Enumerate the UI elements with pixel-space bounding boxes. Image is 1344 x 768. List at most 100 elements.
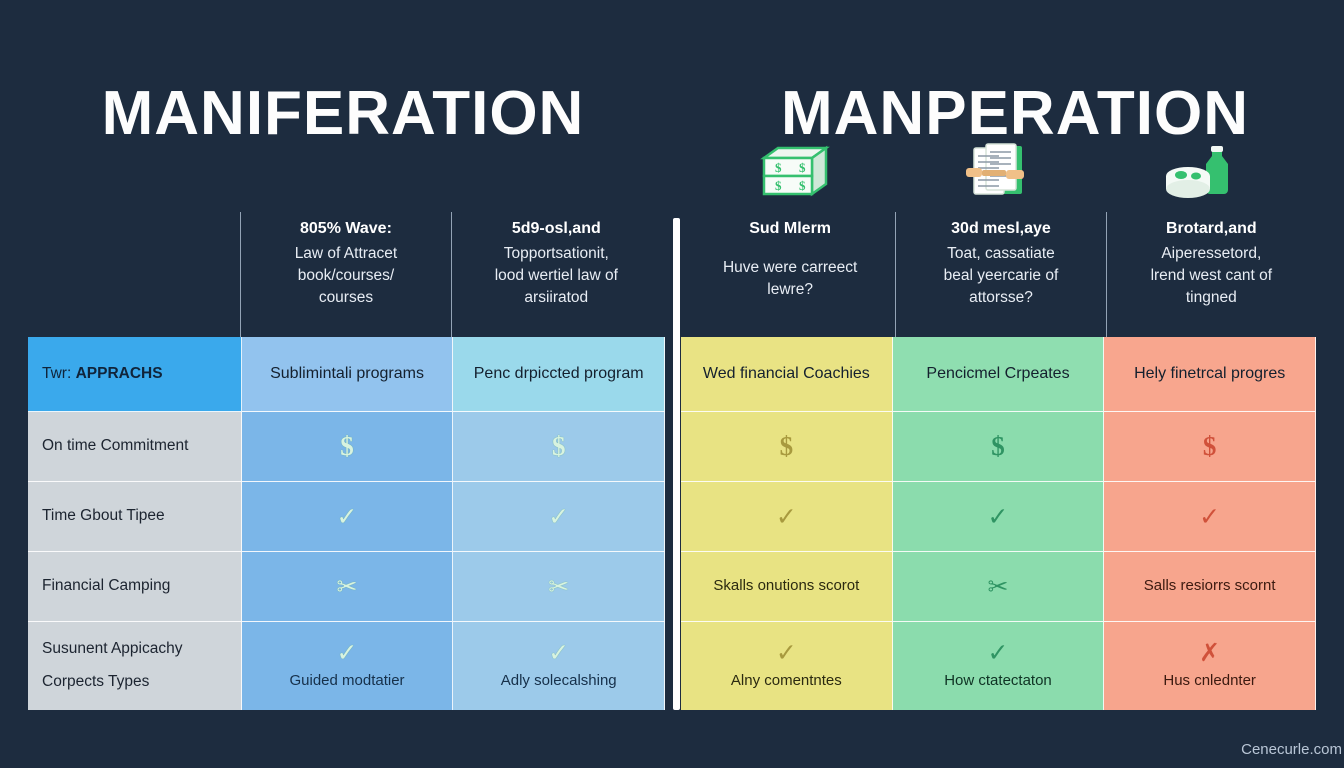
row-4-cell-4-text: How ctatectaton [944, 672, 1052, 690]
dollar-icon: $ [1202, 431, 1217, 461]
comparison-table: Twr: APPRACHS Sublimintali programs Penc… [28, 337, 1316, 710]
right-title: MANPERATION [781, 79, 1249, 148]
column-head-4-title: 30d mesl,aye [951, 220, 1051, 237]
row-4-cell-1: ✓ Guided modtatier [241, 622, 454, 710]
dollar-icon: $ [551, 431, 566, 461]
row-1-cell-5: $ [1104, 412, 1316, 482]
row-label-3: Financial Camping [28, 552, 242, 622]
column-head-3-sub-3: lewre? [767, 280, 813, 298]
svg-text:$: $ [799, 178, 806, 193]
row-label-1: On time Commitment [28, 412, 242, 482]
column-head-3: Sud Mlerm Huve were carreect lewre? [685, 212, 895, 337]
check-icon: ✓ [775, 638, 797, 668]
dollar-icon: $ [779, 431, 794, 461]
check-icon: ✓ [987, 502, 1009, 531]
row-4-cell-3-text: Alny comentntes [730, 672, 842, 690]
decorative-icon-row: $ $ $ $ [686, 140, 1344, 208]
check-icon: ✓ [775, 502, 797, 531]
table-header-label-prefix: Twr: [42, 364, 76, 382]
column-head-5: Brotard,and Aiperessetord, lrend west ca… [1105, 212, 1316, 337]
row-label-4-line-2: Corpects Types [42, 673, 150, 690]
column-heads: 805% Wave: Law of Attracet book/courses/… [28, 212, 1316, 337]
column-head-2-sub-2: lood wertiel law of [494, 266, 618, 284]
column-head-3-title: Sud Mlerm [749, 220, 832, 237]
row-4-cell-1-text: Guided modtatier [289, 672, 405, 690]
scissors-icon: ✂ [987, 572, 1009, 601]
row-label-4: Susunent Appicachy Corpects Types [28, 622, 242, 710]
row-3-cell-2: ✂ [453, 552, 666, 622]
check-icon: ✓ [336, 502, 358, 531]
cross-icon: ✗ [1199, 638, 1221, 668]
table-row: On time Commitment $ $ $ $ $ [28, 412, 1316, 482]
row-1-cell-4: $ [892, 412, 1105, 482]
check-icon: ✓ [336, 638, 358, 668]
row-1-cell-3: $ [681, 412, 893, 482]
scissors-icon: ✂ [336, 572, 358, 601]
table-row: Financial Camping ✂ ✂ Skalls onutions sc… [28, 552, 1316, 622]
row-1-cell-2: $ [453, 412, 666, 482]
check-icon: ✓ [548, 502, 570, 531]
table-row: Susunent Appicachy Corpects Types ✓ Guid… [28, 622, 1316, 710]
row-3-cell-3: Skalls onutions scorot [681, 552, 893, 622]
row-4-cell-3: ✓ Alny comentntes [681, 622, 893, 710]
row-1-cell-1: $ [241, 412, 454, 482]
row-label-4-line-1: Susunent Appicachy [42, 640, 183, 658]
column-head-1-sub-1: Law of Attracet [294, 244, 398, 262]
table-header-label-strong: APPRACHS [75, 364, 163, 382]
dollar-icon: $ [991, 431, 1005, 461]
table-row: Time Gbout Tipee ✓ ✓ ✓ ✓ ✓ [28, 482, 1316, 552]
column-head-1-title: 805% Wave: [300, 220, 392, 237]
table-header-cell-3: Wed financial Coachies [681, 337, 893, 412]
row-3-cell-5: Salls resiorrs scornt [1104, 552, 1316, 622]
column-head-2-title: 5d9-osl,and [511, 220, 601, 237]
svg-text:$: $ [775, 178, 782, 193]
column-head-2-sub-1: Topportsationit, [503, 244, 609, 262]
column-head-4-sub-2: beal yeercarie of [943, 266, 1059, 284]
column-head-4-sub-3: attorsse? [969, 288, 1033, 306]
documents-icon [954, 140, 1046, 202]
svg-text:$: $ [775, 160, 782, 175]
left-title: MANIFERATION [101, 79, 585, 148]
titles-area: MANIFERATION MANPERATION [0, 0, 1344, 210]
row-2-cell-3: ✓ [681, 482, 893, 552]
check-icon: ✓ [987, 638, 1009, 668]
row-2-cell-2: ✓ [453, 482, 666, 552]
row-label-2: Time Gbout Tipee [28, 482, 242, 552]
table-header-cell-1: Sublimintali programs [241, 337, 454, 412]
row-4-cell-5: ✗ Hus cnlednter [1104, 622, 1316, 710]
row-3-cell-3-text: Skalls onutions scorot [713, 577, 860, 595]
column-head-spacer [28, 212, 240, 337]
row-4-cell-2: ✓ Adly solecalshing [453, 622, 666, 710]
column-head-3-sub-2: Huve were carreect [722, 258, 858, 276]
row-4-cell-5-text: Hus cnlednter [1163, 672, 1256, 690]
money-stack-icon: $ $ $ $ [748, 140, 840, 202]
table-header-cell-2: Penc drpiccted program [453, 337, 666, 412]
column-head-4-sub-1: Toat, cassatiate [947, 244, 1055, 262]
column-head-5-sub-3: tingned [1185, 288, 1237, 306]
row-3-cell-4: ✂ [892, 552, 1105, 622]
column-head-1-sub-3: courses [318, 288, 374, 306]
check-icon: ✓ [1199, 502, 1221, 531]
jar-bottle-icon [1156, 140, 1248, 202]
row-4-cell-2-text: Adly solecalshing [500, 672, 617, 690]
column-head-2-sub-3: arsiiratod [524, 288, 589, 306]
watermark: Cenecurle.com [1241, 741, 1342, 758]
row-2-cell-5: ✓ [1104, 482, 1316, 552]
column-head-5-title: Brotard,and [1165, 220, 1257, 237]
center-divider [673, 218, 680, 710]
column-head-5-sub-2: lrend west cant of [1150, 266, 1273, 284]
table-header-label: Twr: APPRACHS [28, 337, 242, 412]
table-header-cell-5: Hely finetrcal progres [1104, 337, 1316, 412]
row-2-cell-4: ✓ [892, 482, 1105, 552]
column-head-1-sub-2: book/courses/ [297, 266, 395, 284]
column-head-5-sub-1: Aiperessetord, [1161, 244, 1262, 262]
column-head-2: 5d9-osl,and Topportsationit, lood wertie… [450, 212, 661, 337]
dollar-icon: $ [340, 431, 354, 461]
column-head-4: 30d mesl,aye Toat, cassatiate beal yeerc… [895, 212, 1105, 337]
svg-text:$: $ [799, 160, 806, 175]
check-icon: ✓ [548, 638, 570, 668]
row-4-cell-4: ✓ How ctatectaton [892, 622, 1105, 710]
table-header-cell-4: Pencicmel Crpeates [892, 337, 1105, 412]
table-header-row: Twr: APPRACHS Sublimintali programs Penc… [28, 337, 1316, 412]
row-3-cell-5-text: Salls resiorrs scornt [1143, 577, 1276, 595]
